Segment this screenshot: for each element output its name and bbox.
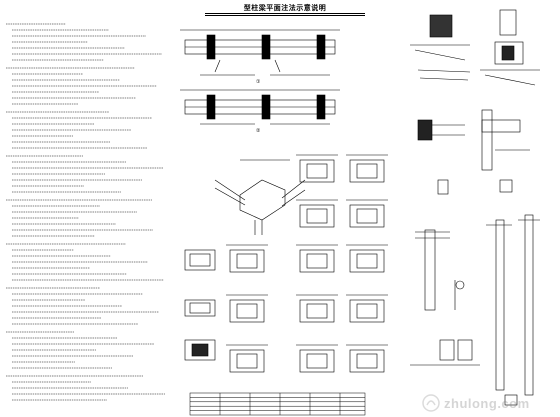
section-box	[299, 249, 335, 273]
figure-number-2: ②	[256, 128, 261, 134]
section-core	[306, 208, 328, 224]
section-box	[349, 204, 385, 228]
watermark-text: zhulong.com	[444, 395, 530, 411]
section-core	[356, 253, 378, 269]
beam-elevation-2	[180, 89, 340, 125]
section-core	[356, 163, 378, 179]
beam-elevation-1	[180, 29, 340, 76]
section-box	[229, 349, 265, 373]
column-beam-connections	[417, 109, 530, 195]
section-core	[306, 163, 328, 179]
section-core	[236, 253, 258, 269]
section-core	[306, 353, 328, 369]
section-core	[356, 303, 378, 319]
section-core	[306, 303, 328, 319]
section-strip-left	[184, 249, 216, 361]
section-box	[349, 349, 385, 373]
section-box	[349, 159, 385, 183]
section-core	[356, 353, 378, 369]
section-box	[299, 159, 335, 183]
section-core	[306, 253, 328, 269]
column-elevations	[410, 214, 540, 406]
title-underline	[205, 13, 365, 14]
watermark-logo-icon	[422, 394, 440, 412]
figure-number-1: ①	[256, 79, 261, 85]
design-notes-column	[6, 23, 165, 401]
section-box	[229, 249, 265, 273]
section-core	[356, 208, 378, 224]
sheet-title: 型柱梁平面注法示意说明	[243, 4, 327, 12]
section-core	[236, 353, 258, 369]
section-box	[299, 204, 335, 228]
top-right-joint-details	[410, 9, 540, 86]
section-box	[299, 299, 335, 323]
section-box	[299, 349, 335, 373]
section-box	[229, 299, 265, 323]
skewed-joint-detail	[214, 159, 306, 235]
column-section-details	[226, 154, 388, 373]
schedule-table	[189, 392, 366, 416]
section-box	[349, 299, 385, 323]
watermark: zhulong.com	[422, 393, 552, 413]
table-frame	[189, 392, 366, 416]
title-underline-2	[205, 15, 365, 16]
section-box	[349, 249, 385, 273]
section-core	[236, 303, 258, 319]
